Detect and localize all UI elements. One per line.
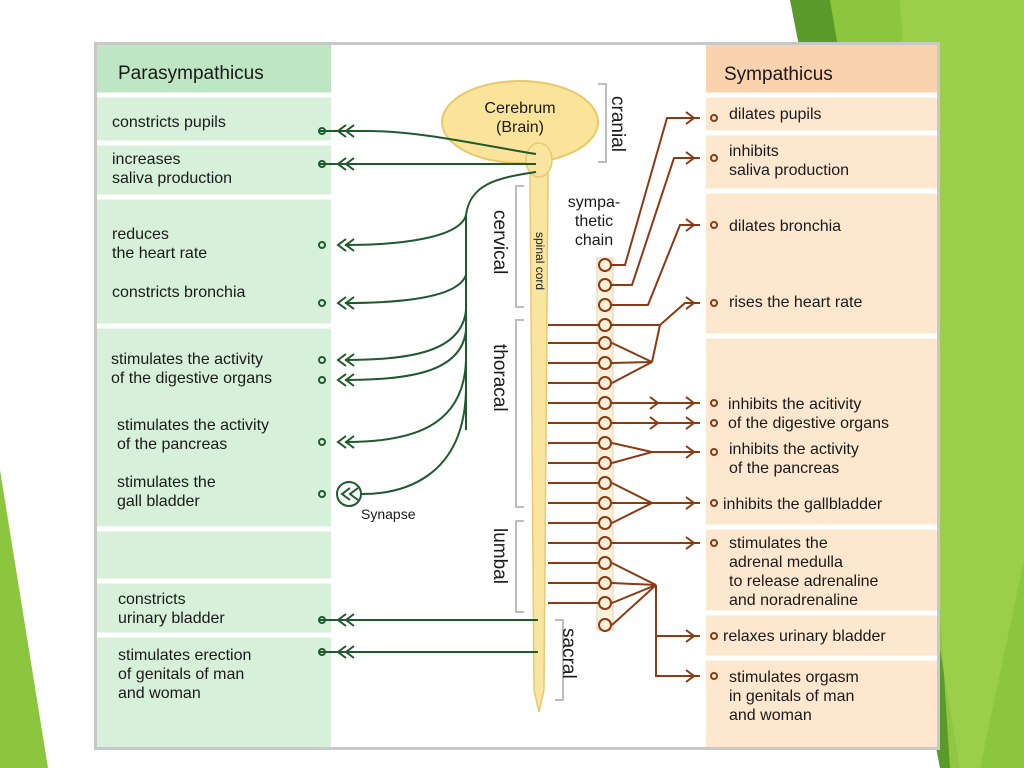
symp-item-genitals: stimulates orgasm in genitals of man and w… [729,669,859,724]
sympathetic-panel-bg [706,45,937,747]
text-line: stimulates erection [118,647,251,664]
sympathetic-header: Sympathicus [724,64,833,85]
text-line: of the digestive organs [728,415,889,432]
brainstem-shape [525,142,553,178]
para-item-saliva: increases saliva production [112,151,232,187]
region-label-thoracal: thoracal [489,344,510,412]
text-line: urinary bladder [118,610,225,627]
slide-green-corner-left [0,470,48,768]
text-line: rises the heart rate [729,294,863,311]
text-line: in genitals of man [729,688,854,705]
text-line: and woman [118,685,201,702]
text-line: inhibits the gallbladder [723,496,883,513]
text-line: inhibits [729,143,779,160]
para-item-pupils: constricts pupils [112,114,226,131]
text-line: of the digestive organs [111,370,272,387]
text-line: inhibits the acitivity [728,396,861,413]
text-line: sympa- [568,194,620,211]
text-line: constricts bronchia [112,284,245,301]
text-line: relaxes urinary bladder [723,628,886,645]
text-line: dilates pupils [729,106,822,123]
symp-item-heart: rises the heart rate [729,294,863,311]
cardiac-branches [548,324,661,384]
text-line: inhibits the activity [729,441,859,458]
text-line: stimulates the activity [117,417,269,434]
sympathetic-endings [649,111,718,683]
region-brackets [515,83,607,701]
symp-item-digestive: inhibits the acitivity of the digestive o… [728,396,889,432]
region-label-cervical: cervical [489,210,510,274]
text-line: dilates bronchia [729,218,841,235]
region-label-cranial: cranial [607,96,628,152]
text-line: the heart rate [112,245,207,262]
parasympathetic-header-bg [97,45,331,95]
symp-item-saliva: inhibits saliva production [729,143,849,179]
text-line: (Brain) [496,119,544,136]
text-line: and woman [729,707,812,724]
para-item-digestive: stimulates the activity of the digestive … [111,351,272,387]
parasympathetic-endings [318,124,362,659]
para-item-urinary-bladder: constricts urinary bladder [118,591,225,627]
symp-item-adrenal: stimulates the adrenal medulla to release … [729,535,879,609]
text-line: constricts pupils [112,114,226,131]
text-line: to release adrenaline [729,573,879,590]
text-line: saliva production [729,162,849,179]
sympathetic-ganglia [598,258,612,632]
spinal-cord-label: spinal cord [533,232,547,290]
synapse-label: Synapse [361,506,416,522]
sympathetic-chain-label: sympa-thetic chain [568,194,620,249]
para-item-gallbladder: stimulates the gall bladder [117,474,216,510]
symp-item-urinary-bladder: relaxes urinary bladder [723,628,886,645]
parasympathetic-header: Parasympathicus [118,63,264,84]
text-line: thetic [575,213,613,230]
sympathetic-panel: Sympathicus [706,45,937,747]
symp-item-pupils: dilates pupils [729,106,822,123]
text-line: and noradrenaline [729,592,858,609]
text-line: adrenal medulla [729,554,843,571]
text-line: chain [575,232,613,249]
para-item-heart: reduces the heart rate [112,226,207,262]
parasympathetic-panel: Parasympathicus [97,45,331,747]
sympathetic-nerves [548,117,700,677]
para-item-bronchia: constricts bronchia [112,284,245,301]
symp-item-pancreas: inhibits the activity of the pancreas [729,441,859,477]
text-line: of the pancreas [729,460,839,477]
text-line: stimulates the [729,535,828,552]
cerebrum-label: Cerebrum (Brain) [484,100,555,136]
text-line: stimulates orgasm [729,669,859,686]
text-line: of genitals of man [118,666,244,683]
sympathetic-dividers [706,92,937,661]
symp-item-bronchia: dilates bronchia [729,218,841,235]
region-label-lumbal: lumbal [489,528,510,584]
sympathetic-header-bg [706,45,937,95]
para-item-genitals: stimulates erection of genitals of man and… [118,647,251,702]
text-line: reduces [112,226,169,243]
text-line: gall bladder [117,493,200,510]
text-line: constricts [118,591,186,608]
region-label-sacral: sacral [558,628,579,679]
text-line: Cerebrum [484,100,555,117]
text-line: stimulates the [117,474,216,491]
para-item-pancreas: stimulates the activity of the pancreas [117,417,269,453]
text-line: of the pancreas [117,436,227,453]
parasympathetic-nerves [320,130,538,653]
text-line: saliva production [112,170,232,187]
parasympathetic-panel-bg [97,45,331,747]
text-line: stimulates the activity [111,351,263,368]
parasympathetic-dividers [97,92,331,638]
text-line: increases [112,151,180,168]
symp-item-gallbladder: inhibits the gallbladder [723,496,883,513]
